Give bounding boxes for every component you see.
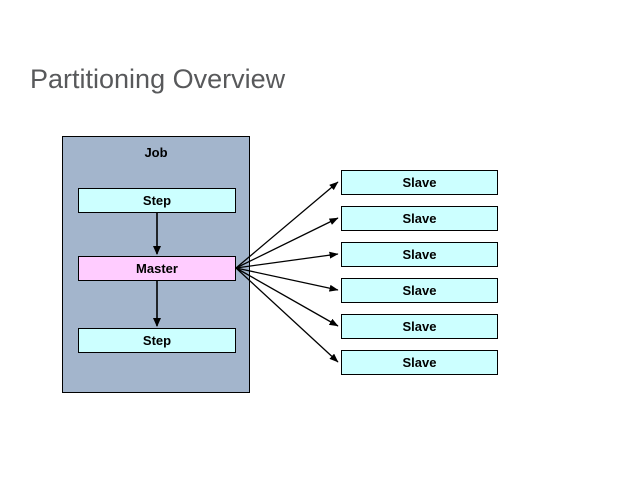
node-slave-1-label: Slave: [402, 175, 437, 190]
job-label: Job: [144, 145, 168, 160]
node-slave-5[interactable]: Slave: [341, 314, 498, 339]
node-step-bottom[interactable]: Step: [78, 328, 236, 353]
fanout-arrow-2: [235, 217, 339, 269]
node-step-top-label: Step: [142, 193, 172, 208]
node-slave-2-label: Slave: [402, 211, 437, 226]
node-slave-2[interactable]: Slave: [341, 206, 498, 231]
node-slave-6-label: Slave: [402, 355, 437, 370]
node-master-label: Master: [136, 261, 178, 276]
node-master[interactable]: Master: [78, 256, 236, 281]
fanout-arrow-1: [235, 181, 339, 269]
fanout-arrow-3: [235, 251, 339, 269]
node-step-bottom-label: Step: [142, 333, 172, 348]
node-slave-3[interactable]: Slave: [341, 242, 498, 267]
node-slave-4-label: Slave: [402, 283, 437, 298]
page-title: Partitioning Overview: [30, 64, 286, 94]
node-step-top[interactable]: Step: [78, 188, 236, 213]
fanout-arrow-4: [235, 267, 339, 292]
fanout-connector-group: [235, 181, 339, 363]
fanout-arrow-6: [235, 267, 339, 363]
node-slave-1[interactable]: Slave: [341, 170, 498, 195]
node-slave-6[interactable]: Slave: [341, 350, 498, 375]
node-slave-4[interactable]: Slave: [341, 278, 498, 303]
fanout-arrow-5: [235, 267, 339, 327]
node-slave-3-label: Slave: [402, 247, 437, 262]
node-slave-5-label: Slave: [402, 319, 437, 334]
